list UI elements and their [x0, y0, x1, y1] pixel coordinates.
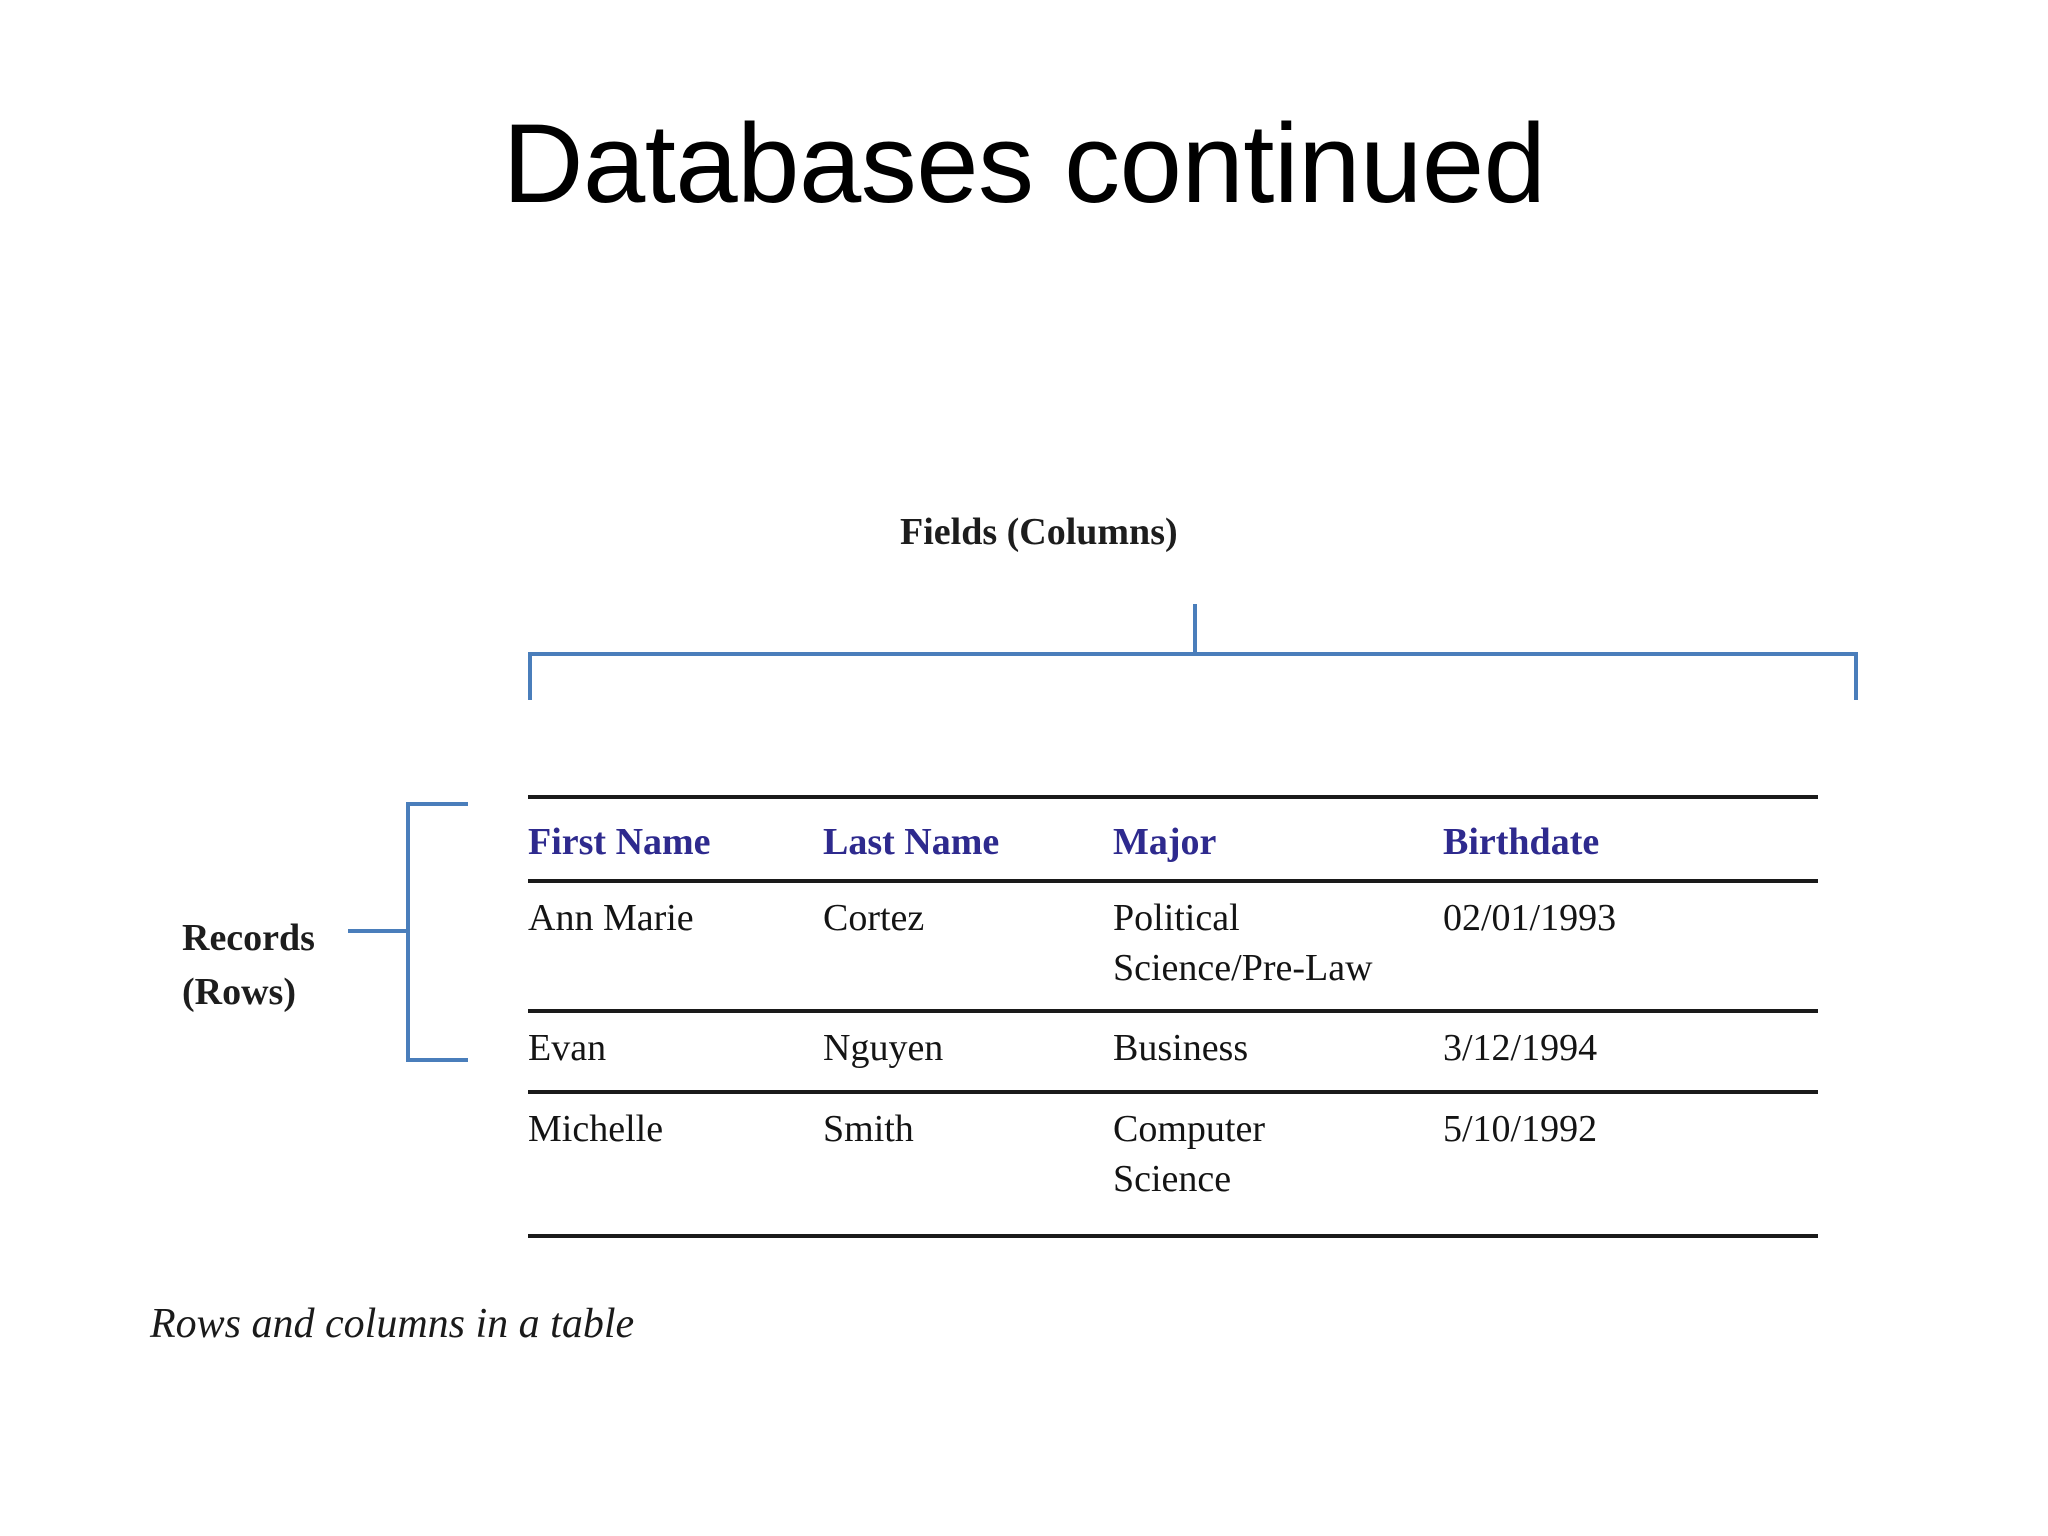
- cell-major-line2: Science/Pre-Law: [1113, 947, 1373, 990]
- fields-bracket-right-tick: [1854, 652, 1858, 700]
- cell-birthdate: 3/12/1994: [1443, 1011, 1818, 1094]
- cell-first-name: Ann Marie: [528, 881, 823, 1014]
- table-row[interactable]: Michelle Smith Computer Science 5/10/199…: [528, 1091, 1818, 1238]
- cell-major-line2: Science: [1113, 1157, 1232, 1200]
- column-header-first-name[interactable]: First Name: [528, 794, 823, 884]
- cell-last-name: Smith: [823, 1091, 1113, 1238]
- records-bracket-top-arm: [406, 802, 468, 806]
- records-bracket-stem: [348, 929, 406, 933]
- records-bracket: [348, 802, 468, 1062]
- records-bracket-bottom-arm: [406, 1058, 468, 1062]
- student-records-table: First Name Last Name Major Birthdate Ann…: [528, 794, 1818, 1238]
- cell-last-name: Nguyen: [823, 1011, 1113, 1094]
- column-header-major[interactable]: Major: [1113, 794, 1443, 884]
- cell-major: Political Science/Pre-Law: [1113, 881, 1443, 1014]
- cell-birthdate: 5/10/1992: [1443, 1091, 1818, 1238]
- table-header-row: First Name Last Name Major Birthdate: [528, 794, 1818, 884]
- cell-major-line1: Political: [1113, 897, 1240, 940]
- cell-major: Business: [1113, 1011, 1443, 1094]
- fields-bracket: [528, 604, 1858, 700]
- fields-columns-label: Fields (Columns): [900, 511, 1178, 553]
- table-row[interactable]: Evan Nguyen Business 3/12/1994: [528, 1011, 1818, 1094]
- cell-birthdate: 02/01/1993: [1443, 881, 1818, 1014]
- cell-first-name: Evan: [528, 1011, 823, 1094]
- cell-first-name: Michelle: [528, 1091, 823, 1238]
- fields-bracket-stem: [1193, 604, 1197, 654]
- figure-caption: Rows and columns in a table: [150, 1301, 635, 1347]
- cell-major-line1: Computer: [1113, 1107, 1265, 1150]
- records-rows-label-line2: (Rows): [182, 970, 296, 1013]
- column-header-last-name[interactable]: Last Name: [823, 794, 1113, 884]
- cell-last-name: Cortez: [823, 881, 1113, 1014]
- page-title: Databases continued: [502, 101, 1546, 226]
- fields-bracket-left-tick: [528, 652, 532, 700]
- records-rows-label: Records (Rows): [182, 912, 432, 1020]
- table-row[interactable]: Ann Marie Cortez Political Science/Pre-L…: [528, 881, 1818, 1014]
- records-rows-label-line1: Records: [182, 917, 315, 959]
- cell-major: Computer Science: [1113, 1091, 1443, 1238]
- column-header-birthdate[interactable]: Birthdate: [1443, 794, 1818, 884]
